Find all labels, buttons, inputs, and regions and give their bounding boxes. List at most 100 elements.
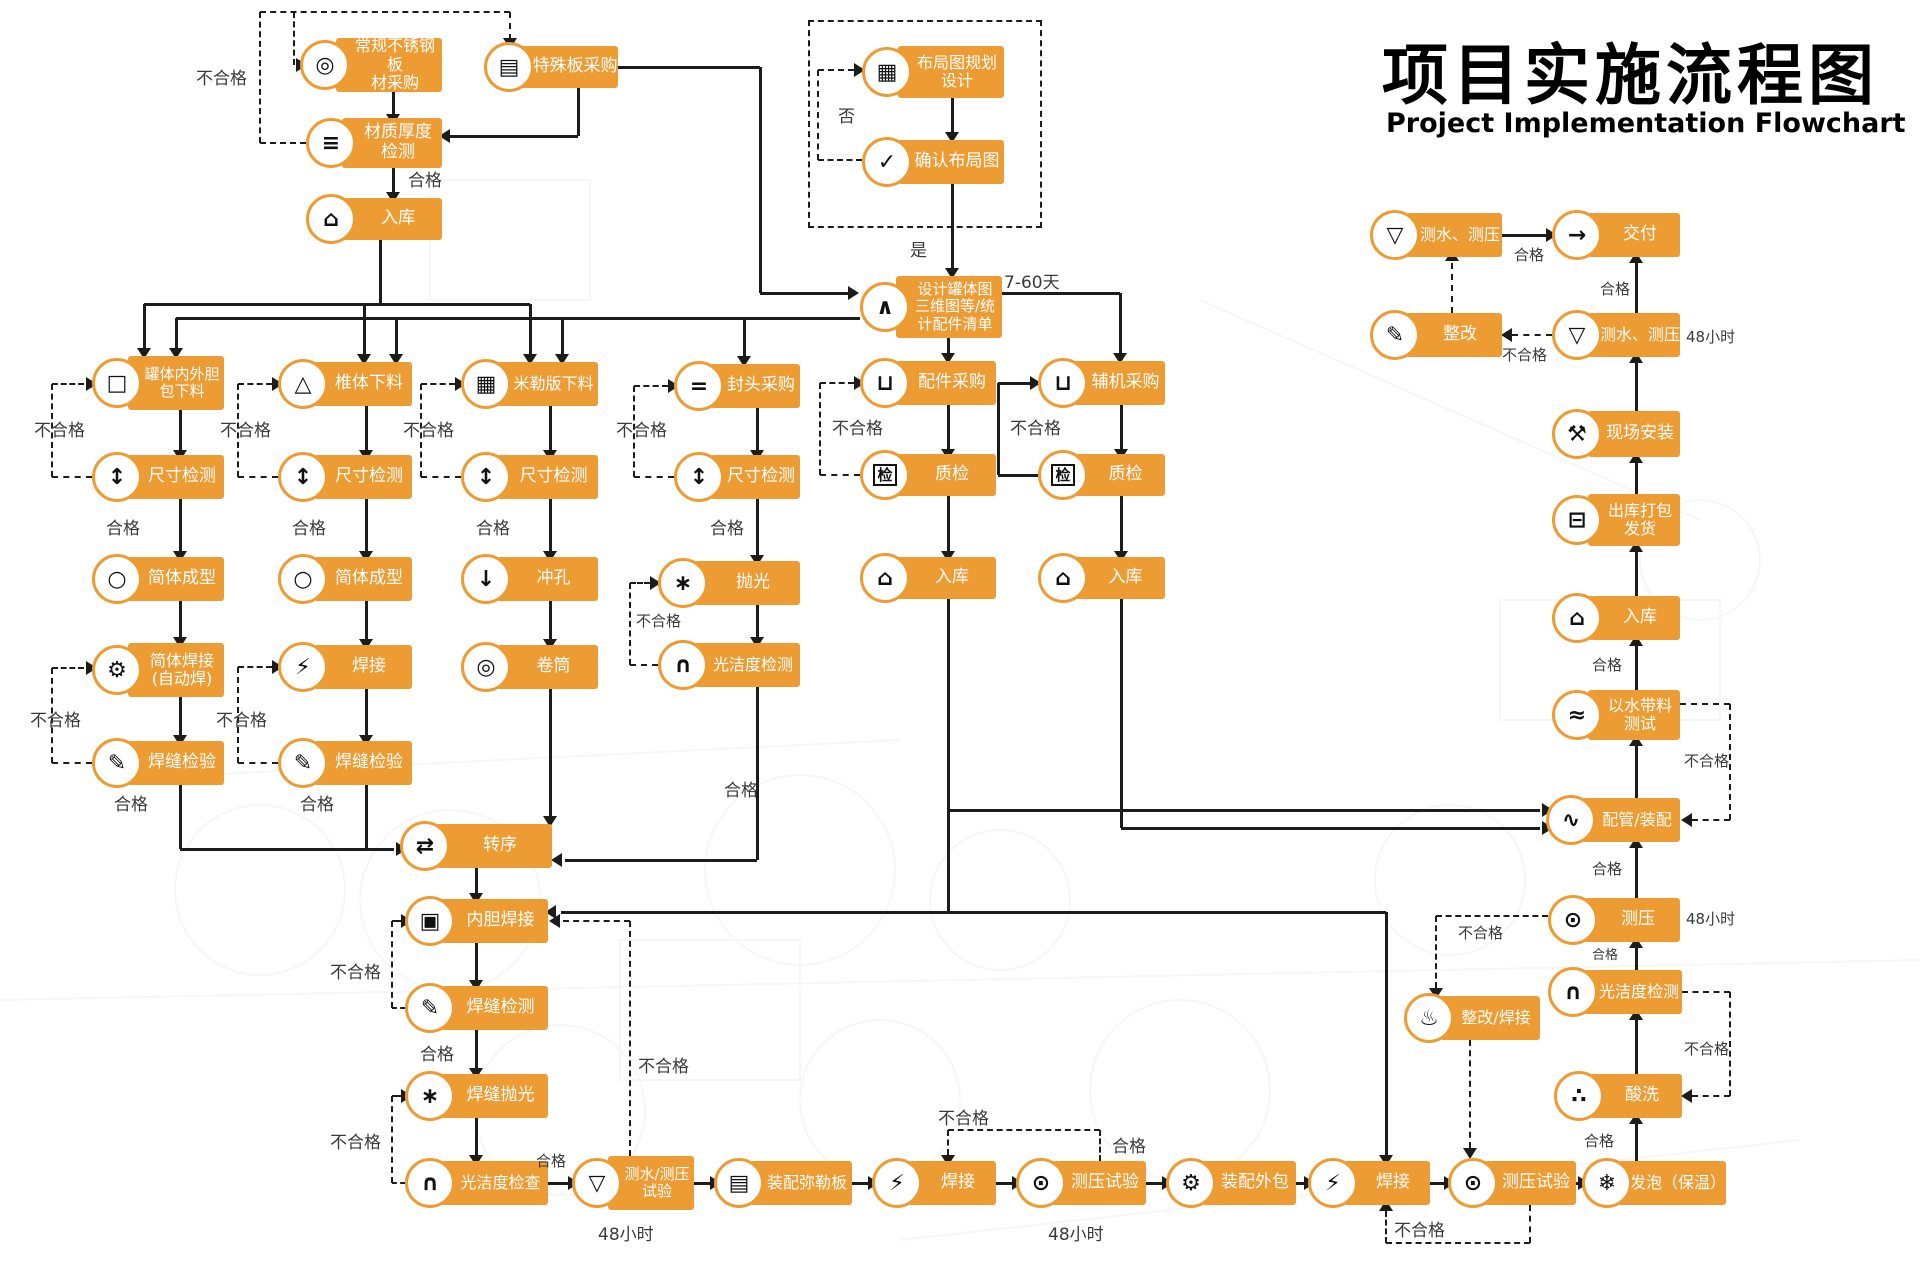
connector-line bbox=[948, 911, 1386, 914]
cylinder-icon: ○ bbox=[92, 554, 142, 604]
connector-line bbox=[237, 384, 239, 477]
water-pressure-right-box: 测水、测压 bbox=[1588, 313, 1680, 357]
tank-water-icon: ≈ bbox=[1552, 690, 1602, 740]
edge-label: 合格 bbox=[292, 519, 326, 539]
polish-icon: ∗ bbox=[405, 1071, 455, 1121]
connector-line bbox=[179, 697, 182, 739]
tank-liner-cut-label: 罐体内外胆 bbox=[144, 364, 220, 383]
connector-line bbox=[561, 911, 948, 914]
welder-icon: ⚡ bbox=[872, 1158, 922, 1208]
connector-line bbox=[52, 762, 92, 764]
rectification-node: 整改✎ bbox=[1370, 310, 1502, 360]
connector-line bbox=[1099, 1130, 1101, 1161]
edge-label: 不合格 bbox=[220, 421, 271, 441]
welding-c2-node: 焊接⚡ bbox=[278, 642, 412, 692]
clipboard-icon: ▤ bbox=[484, 42, 534, 92]
connector-line bbox=[549, 689, 552, 816]
welding-b1-node: 焊接⚡ bbox=[872, 1158, 996, 1208]
arrowhead bbox=[1463, 1148, 1477, 1159]
edge-label: 48小时 bbox=[598, 1225, 654, 1245]
robot-weld-icon: ⚙ bbox=[92, 645, 142, 695]
connector-line bbox=[365, 499, 368, 555]
welding-b2-node: 焊接⚡ bbox=[1308, 1158, 1430, 1208]
edge-label: 合格 bbox=[1592, 948, 1619, 963]
edit-doc-icon: ✎ bbox=[1370, 310, 1420, 360]
connector-line bbox=[365, 406, 368, 454]
miller-plate-cut-box: 米勒版下料 bbox=[497, 362, 598, 406]
arrowhead bbox=[941, 353, 955, 364]
warehouse-icon: ⌂ bbox=[1038, 553, 1088, 603]
welder-icon: ⚡ bbox=[1308, 1158, 1358, 1208]
document-down-icon: □ bbox=[92, 358, 142, 408]
connector-line bbox=[1635, 363, 1638, 411]
connector-line bbox=[818, 159, 862, 161]
connector-line bbox=[1119, 293, 1122, 357]
connector-line bbox=[947, 338, 950, 357]
seam-inspect-2-box: 焊缝检验 bbox=[314, 741, 412, 785]
edge-label: 合格 bbox=[300, 795, 334, 815]
transfer-step-box: 转序 bbox=[436, 824, 552, 868]
connector-line bbox=[633, 386, 635, 477]
connector-line bbox=[365, 689, 368, 739]
size-check-2-node: 尺寸检测↕ bbox=[278, 452, 412, 502]
arrowhead bbox=[848, 286, 859, 300]
seam-check-mid-label: 焊缝检测 bbox=[466, 997, 535, 1018]
thickness-check-label: 材质厚度 bbox=[364, 122, 432, 143]
arrowhead bbox=[543, 551, 557, 562]
inspect-icon: 检 bbox=[1038, 450, 1088, 500]
connector-line bbox=[179, 785, 182, 849]
seam-polish-node: 焊缝抛光∗ bbox=[405, 1071, 548, 1121]
smooth-dome-icon: ∩ bbox=[658, 640, 708, 690]
connector-line bbox=[549, 499, 552, 555]
connector-line bbox=[51, 384, 53, 477]
parts-purchase-box: 配件采购 bbox=[896, 361, 996, 405]
edge-label: 不合格 bbox=[616, 421, 667, 441]
connector-line bbox=[743, 318, 746, 360]
water-pressure-left-node: 测水、测压▽ bbox=[1370, 210, 1502, 260]
connector-line bbox=[820, 474, 860, 476]
gloss-check-head-label: 光洁度检测 bbox=[712, 654, 793, 674]
connector-line bbox=[238, 666, 272, 668]
arrowhead bbox=[173, 735, 187, 746]
connector-line bbox=[759, 67, 762, 293]
warehouse-in-right-node: 入库⌂ bbox=[1552, 593, 1680, 643]
connector-line bbox=[951, 98, 954, 136]
welder-icon: ⚡ bbox=[278, 642, 328, 692]
tools-icon: ⚒ bbox=[1552, 409, 1602, 459]
seam-inspect-2-label: 焊缝检验 bbox=[335, 752, 403, 773]
outbound-pack-ship-label: 出库打包 bbox=[1607, 500, 1672, 520]
arrowhead bbox=[545, 905, 556, 919]
arrowhead bbox=[469, 893, 483, 904]
gloss-check-right-label: 光洁度检测 bbox=[1598, 981, 1679, 1001]
seam-inspect-2-node: 焊缝检验✎ bbox=[278, 738, 412, 788]
arrowhead bbox=[549, 914, 560, 928]
connector-line bbox=[260, 11, 510, 13]
miller-plate-cut-node: 米勒版下料▦ bbox=[461, 359, 598, 409]
cylinder-forming-1-box: 简体成型 bbox=[128, 557, 224, 601]
connector-line bbox=[1385, 1211, 1387, 1243]
outbound-pack-ship-box: 出库打包发货 bbox=[1588, 494, 1680, 546]
arrowhead bbox=[469, 1155, 483, 1166]
pressure-trial-1-node: 测压试验⊙ bbox=[1016, 1158, 1146, 1208]
pressure-test-label: 测压 bbox=[1621, 909, 1655, 930]
cylinder-icon: ○ bbox=[278, 554, 328, 604]
connector-line bbox=[947, 496, 950, 555]
arrowhead bbox=[1681, 813, 1692, 827]
quality-check-aux-box: 质检 bbox=[1074, 454, 1165, 496]
connector-line bbox=[565, 859, 757, 862]
edge-label: 不合格 bbox=[330, 1133, 381, 1153]
layout-plan-box: 布局图规划设计 bbox=[898, 46, 1004, 98]
punch-press-icon: ↓ bbox=[461, 554, 511, 604]
arrowhead bbox=[1629, 452, 1643, 463]
arrowhead bbox=[1629, 541, 1643, 552]
size-check-2-label: 尺寸检测 bbox=[335, 466, 403, 487]
perforated-plate-icon: ▦ bbox=[461, 359, 511, 409]
weld-seam-pen-icon: ✎ bbox=[92, 738, 142, 788]
connector-line bbox=[1120, 599, 1123, 828]
cylinder-weld-auto-box: 简体焊接(自动焊) bbox=[128, 643, 224, 697]
connector-line bbox=[998, 382, 1030, 385]
connector-line bbox=[259, 12, 261, 143]
edge-label: 不合格 bbox=[1458, 924, 1504, 942]
gloss-check-right-node: 光洁度检测∩ bbox=[1548, 967, 1682, 1017]
steel-purchase-label: 常规不锈钢板 bbox=[354, 36, 435, 74]
